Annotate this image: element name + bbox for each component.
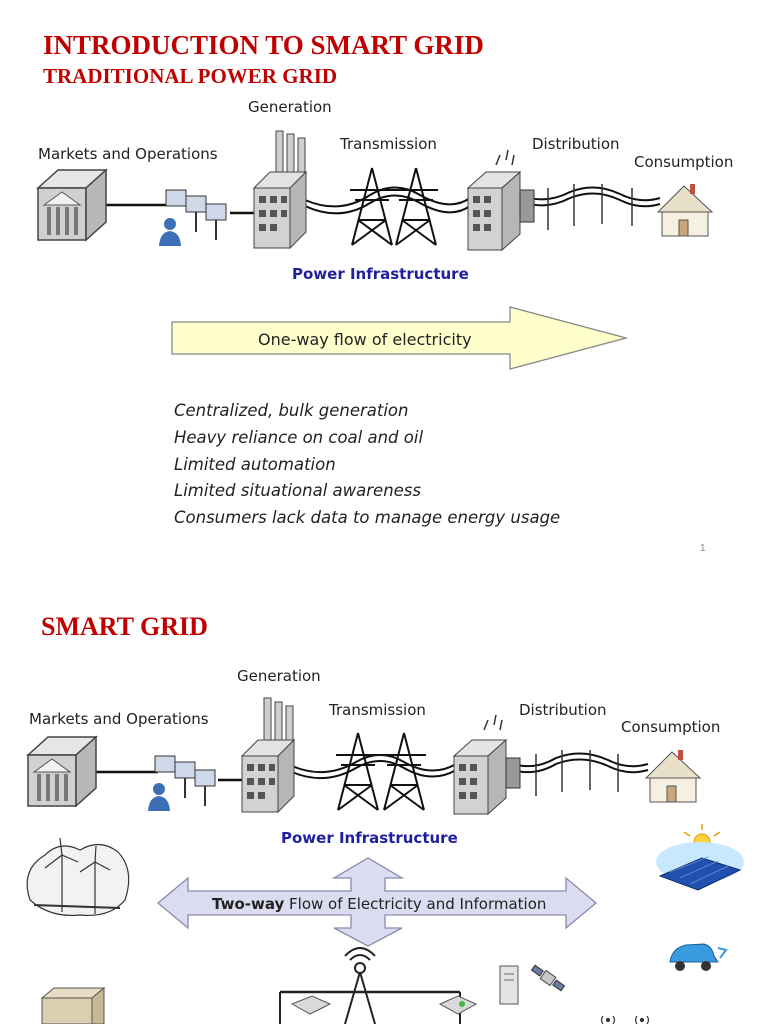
distribution-poles-icon xyxy=(547,184,633,230)
transmission-tower-icon xyxy=(394,167,438,246)
markets-operations-label: Markets and Operations xyxy=(29,710,209,728)
transmission-tower-icon xyxy=(336,732,380,811)
distribution-poles-icon xyxy=(535,750,619,796)
slide-subtitle: TRADITIONAL POWER GRID xyxy=(43,64,338,88)
power-plant-icon xyxy=(240,697,296,814)
house-icon xyxy=(656,184,714,237)
distribution-label: Distribution xyxy=(519,701,607,719)
power-infrastructure-label: Power Infrastructure xyxy=(292,265,469,283)
bullet-item: Consumers lack data to manage energy usa… xyxy=(174,508,561,528)
substation-icon xyxy=(466,149,535,252)
one-way-arrow xyxy=(171,306,629,370)
two-way-rest: Flow of Electricity and Information xyxy=(284,895,547,913)
slide-title: SMART GRID xyxy=(41,612,208,641)
bullet-item: Centralized, bulk generation xyxy=(174,401,409,420)
transmission-label: Transmission xyxy=(340,135,437,153)
wireless-signal-icon xyxy=(600,1015,650,1024)
consumption-label: Consumption xyxy=(634,153,734,171)
bullet-item: Heavy reliance on coal and oil xyxy=(174,427,424,447)
communication-tower-icon xyxy=(279,947,461,1024)
slide-title: INTRODUCTION TO SMART GRID xyxy=(43,30,484,60)
markets-building-icon xyxy=(36,168,108,242)
satellite-icon xyxy=(530,964,566,992)
bullet-item: Limited automation xyxy=(174,454,336,474)
wind-turbines-icon xyxy=(26,837,130,917)
power-infrastructure-label: Power Infrastructure xyxy=(281,829,458,847)
one-way-arrow-text: One-way flow of electricity xyxy=(258,330,472,349)
building-icon xyxy=(40,986,106,1024)
generation-label: Generation xyxy=(248,98,332,116)
operator-computers-icon xyxy=(148,755,216,811)
distribution-label: Distribution xyxy=(532,135,620,153)
transmission-label: Transmission xyxy=(329,701,426,719)
electric-car-icon xyxy=(669,943,728,971)
bullet-item: Limited situational awareness xyxy=(174,481,421,501)
substation-icon xyxy=(452,714,521,816)
two-way-arrow-text: Two-way Flow of Electricity and Informat… xyxy=(212,895,546,913)
two-way-arrow xyxy=(156,857,598,947)
transmission-tower-icon xyxy=(350,167,394,246)
transmission-tower-icon xyxy=(382,732,426,811)
house-icon xyxy=(644,750,702,803)
markets-operations-label: Markets and Operations xyxy=(38,145,218,163)
power-plant-icon xyxy=(252,130,308,250)
smart-meter-icon xyxy=(290,995,478,1015)
generation-label: Generation xyxy=(237,667,321,685)
power-infrastructure-diagram xyxy=(36,130,714,252)
two-way-bold: Two-way xyxy=(212,895,285,913)
solar-panel-icon xyxy=(656,824,744,891)
traditional-grid-bullets: Centralized, bulk generation Heavy relia… xyxy=(174,398,560,532)
operator-computers-icon xyxy=(159,189,227,246)
server-icon xyxy=(499,965,519,1005)
consumption-label: Consumption xyxy=(621,718,721,736)
page-number: 1 xyxy=(700,543,706,554)
markets-building-icon xyxy=(26,735,98,808)
